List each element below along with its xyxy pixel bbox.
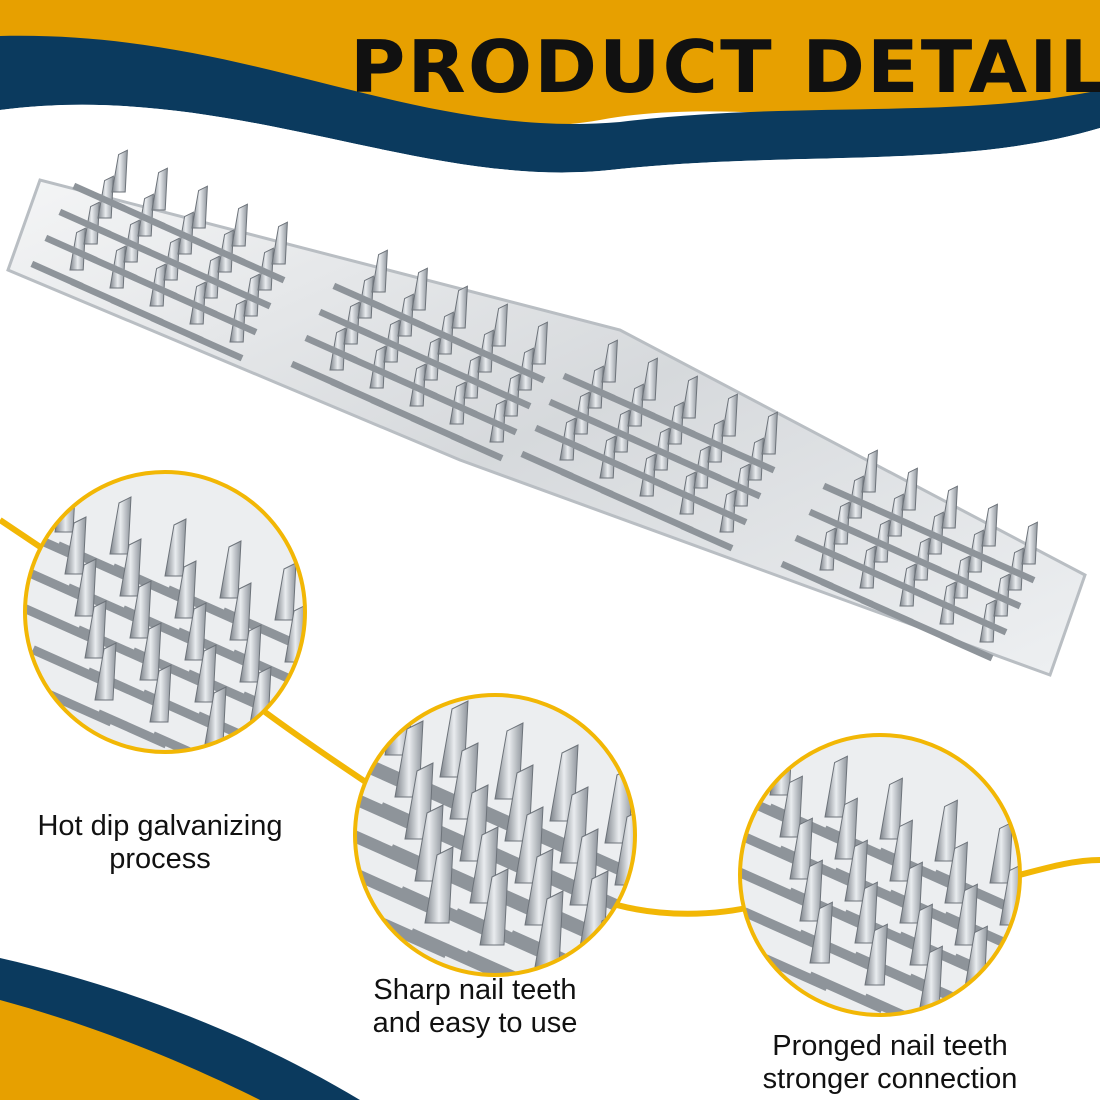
feature-caption-sharp-teeth: Sharp nail teeth and easy to use xyxy=(330,974,620,1040)
nail-plate-illustration xyxy=(6,149,1087,677)
feature-caption-line: Pronged nail teeth xyxy=(772,1030,1008,1062)
feature-caption-line: stronger connection xyxy=(762,1063,1018,1095)
feature-caption-line: Sharp nail teeth xyxy=(373,974,577,1006)
feature-caption-line: process xyxy=(109,843,211,875)
feature-caption-line: and easy to use xyxy=(372,1007,578,1039)
feature-caption-line: Hot dip galvanizing xyxy=(37,810,283,842)
detail-circle-pronged-teeth xyxy=(738,733,1022,1017)
bottom-wave-decoration xyxy=(0,958,360,1100)
detail-circle-galvanizing xyxy=(23,470,307,754)
page-title: PRODUCT DETAILS xyxy=(350,25,1100,109)
feature-caption-galvanizing: Hot dip galvanizing process xyxy=(10,810,310,876)
feature-caption-pronged-teeth: Pronged nail teeth stronger connection xyxy=(730,1030,1050,1096)
top-wave-decoration xyxy=(0,0,1100,208)
